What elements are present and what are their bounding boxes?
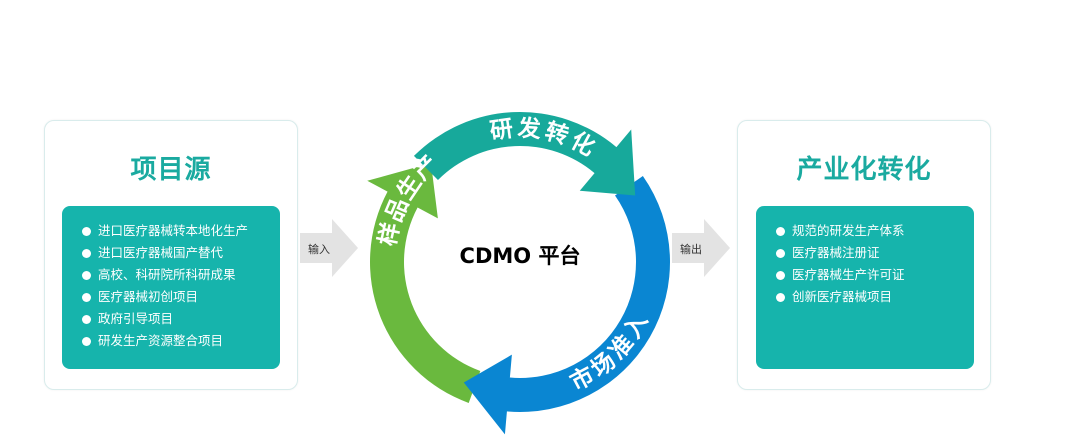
stage-label-rd: 研发转化	[488, 114, 599, 161]
input-label: 输入	[308, 243, 330, 256]
bullet-icon	[776, 226, 785, 236]
stage-label-char: 样	[374, 220, 405, 248]
industrialization-title: 产业化转化	[796, 155, 932, 185]
stage-label-char: 研	[488, 116, 514, 145]
list-item: 研发生产资源整合项目	[82, 330, 280, 352]
list-item: 高校、科研院所科研成果	[82, 264, 280, 286]
industrialization-list-box: 规范的研发生产体系 医疗器械注册证 医疗器械生产许可证 创新医疗器械项目	[756, 206, 974, 369]
stage-arrow-market	[463, 175, 670, 435]
output-arrow-icon	[672, 219, 730, 277]
list-item: 进口医疗器械转本地化生产	[82, 220, 280, 242]
project-source-panel: 项目源 进口医疗器械转本地化生产 进口医疗器械国产替代 高校、科研院所科研成果 …	[44, 120, 298, 390]
bullet-icon	[776, 270, 785, 280]
project-source-list-box: 进口医疗器械转本地化生产 进口医疗器械国产替代 高校、科研院所科研成果 医疗器械…	[62, 206, 280, 369]
bullet-icon	[82, 292, 91, 302]
industrialization-panel: 产业化转化 规范的研发生产体系 医疗器械注册证 医疗器械生产许可证 创新医疗器械…	[737, 120, 991, 390]
bullet-icon	[776, 292, 785, 302]
industrialization-list: 规范的研发生产体系 医疗器械注册证 医疗器械生产许可证 创新医疗器械项目	[756, 206, 974, 308]
project-source-list: 进口医疗器械转本地化生产 进口医疗器械国产替代 高校、科研院所科研成果 医疗器械…	[62, 206, 280, 352]
list-item: 规范的研发生产体系	[776, 220, 974, 242]
stage-arrow-sample	[367, 163, 481, 403]
list-item: 政府引导项目	[82, 308, 280, 330]
stage-arrow-rd	[413, 112, 636, 196]
input-arrow: 输入	[300, 219, 360, 277]
output-label: 输出	[680, 243, 702, 256]
input-arrow-icon	[300, 219, 358, 277]
list-item: 创新医疗器械项目	[776, 286, 974, 308]
bullet-icon	[82, 226, 91, 236]
output-arrow: 输出	[672, 219, 732, 277]
bullet-icon	[82, 248, 91, 258]
list-item: 医疗器械生产许可证	[776, 264, 974, 286]
bullet-icon	[82, 336, 91, 346]
list-item: 进口医疗器械国产替代	[82, 242, 280, 264]
stage-label-char: 发	[516, 114, 542, 143]
cdmo-platform-label: CDMO 平台	[459, 244, 581, 268]
bullet-icon	[82, 270, 91, 280]
list-item: 医疗器械初创项目	[82, 286, 280, 308]
project-source-title: 项目源	[130, 155, 212, 185]
list-item: 医疗器械注册证	[776, 242, 974, 264]
bullet-icon	[82, 314, 91, 324]
bullet-icon	[776, 248, 785, 258]
